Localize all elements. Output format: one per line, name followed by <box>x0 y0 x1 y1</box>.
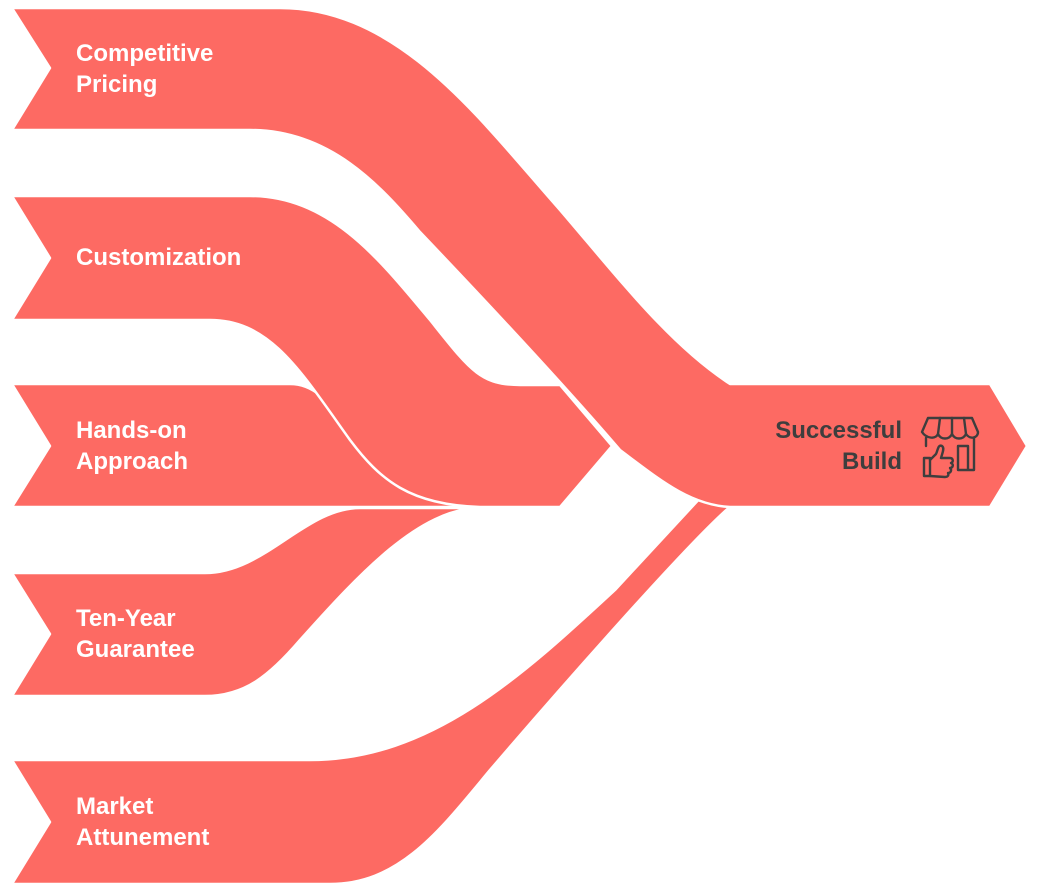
output-label-line: Successful <box>775 417 902 444</box>
input-label-line: Market <box>76 793 154 820</box>
input-label-line: Pricing <box>76 71 158 98</box>
input-label-customization: Customization <box>76 242 241 273</box>
input-label-line: Attunement <box>76 824 210 851</box>
output-label-line: Build <box>842 448 902 475</box>
band-customization <box>10 194 614 509</box>
input-label-hands-on-approach: Hands-on Approach <box>76 415 188 477</box>
band-market-attunement <box>10 453 742 886</box>
input-label-market-attunement: Market Attunement <box>76 791 209 853</box>
input-label-competitive-pricing: Competitive Pricing <box>76 38 213 100</box>
input-label-line: Approach <box>76 448 189 475</box>
band-ten-year-guarantee <box>10 506 482 698</box>
input-label-ten-year-guarantee: Ten-Year Guarantee <box>76 603 195 665</box>
input-label-line: Hands-on <box>76 417 187 444</box>
band-competitive-pricing <box>10 6 1029 509</box>
output-label-successful-build: Successful Build <box>775 415 902 477</box>
input-label-line: Competitive <box>76 40 214 67</box>
input-label-line: Guarantee <box>76 636 195 663</box>
storefront-thumbs-up-icon <box>920 416 980 479</box>
input-label-line: Ten-Year <box>76 605 176 632</box>
input-label-line: Customization <box>76 244 242 271</box>
